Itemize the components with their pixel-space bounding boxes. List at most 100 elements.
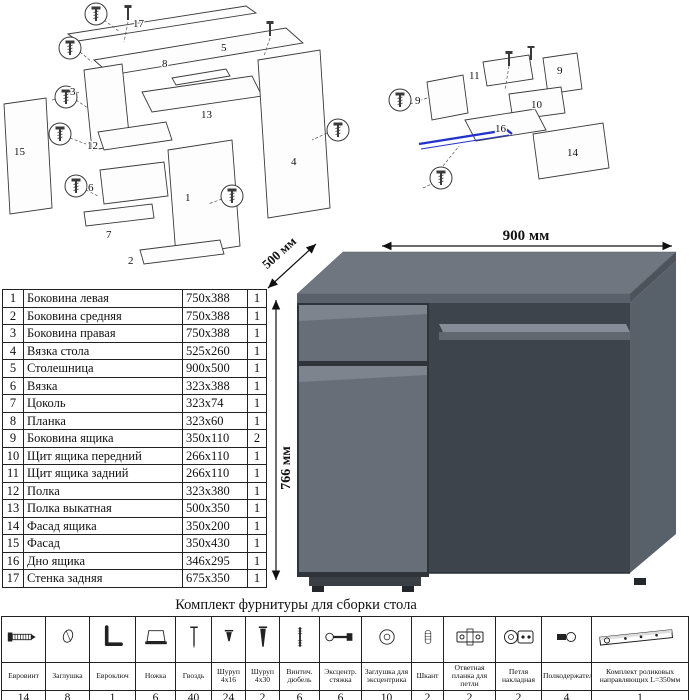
hardware-item-qty: 2 [443, 689, 496, 700]
parts-cell-num: 9 [2, 429, 24, 448]
panel-facade-15 [3, 97, 53, 215]
hardware-item-icon-cell [279, 616, 320, 663]
parts-cell-name: Вязка стола [23, 341, 183, 360]
hardware-icon-row [1, 616, 689, 663]
parts-cell-num: 3 [2, 324, 24, 343]
overlay-hinge-icon [503, 630, 533, 644]
screw-4x30-icon [258, 626, 267, 647]
parts-cell-qty: 1 [247, 499, 267, 518]
parts-cell-name: Фасад ящика [23, 516, 183, 535]
drawer-front [299, 305, 427, 361]
panel-side-1 [167, 139, 241, 257]
hardware-item-icon-cell [411, 616, 444, 663]
parts-cell-qty: 1 [247, 411, 267, 430]
height-dimension-label: 766 мм [279, 446, 294, 490]
hardware-item-qty: 2 [495, 689, 542, 700]
parts-cell-qty: 1 [247, 516, 267, 535]
part-label: 12 [87, 140, 98, 152]
parts-cell-qty: 1 [247, 534, 267, 553]
desk-render: 900 мм 500 мм 766 мм [258, 228, 677, 592]
hardware-item-label: Евроключ [89, 662, 136, 691]
part-label: 14 [567, 147, 579, 159]
panel-strip-8 [171, 68, 231, 86]
hardware-item-icon-cell [45, 616, 90, 663]
cap-plug-icon [62, 629, 73, 643]
parts-cell-qty: 1 [247, 551, 267, 570]
keyboard-tray [439, 324, 630, 340]
parts-cell-size: 323x74 [182, 394, 248, 413]
exploded-diagram-right: 11 9 9 10 16 14 [388, 46, 610, 190]
parts-cell-name: Боковина левая [23, 289, 183, 308]
parts-cell-qty: 1 [247, 306, 267, 325]
hardware-item-icon-cell [89, 616, 136, 663]
parts-cell-name: Боковина правая [23, 324, 183, 343]
parts-cell-num: 16 [2, 551, 24, 570]
parts-cell-num: 4 [2, 341, 24, 360]
parts-cell-name: Столешница [23, 359, 183, 378]
hardware-item-qty: 2 [245, 689, 280, 700]
panel-side-2 [139, 239, 225, 265]
roller-guides-icon [599, 629, 674, 646]
hardware-item-qty: 2 [411, 689, 444, 700]
drawer-handle-groove [299, 305, 427, 321]
part-label: 9 [415, 95, 421, 107]
leg-icon [144, 630, 167, 645]
hardware-item-qty: 4 [541, 689, 592, 700]
depth-dimension-label: 500 мм [259, 233, 299, 271]
assembly-leader-lines [51, 19, 328, 205]
width-dimension-label: 900 мм [503, 228, 550, 244]
roller-guide-highlight [418, 128, 513, 150]
parts-cell-size: 350x200 [182, 516, 248, 535]
parts-cell-size: 323x380 [182, 481, 248, 500]
parts-cell-qty: 1 [247, 394, 267, 413]
part-label: 13 [201, 109, 213, 121]
parts-cell-name: Стенка задняя [23, 569, 183, 588]
parts-cell-name: Полка [23, 481, 183, 500]
parts-cell-name: Щит ящика задний [23, 464, 183, 483]
hardware-kit-title: Комплект фурнитуры для сборки стола [175, 597, 417, 613]
hardware-item-icon-cell [591, 616, 689, 663]
nail-icon [189, 626, 198, 649]
parts-cell-num: 17 [2, 569, 24, 588]
hardware-item-qty: 6 [279, 689, 320, 700]
parts-cell-num: 15 [2, 534, 24, 553]
hardware-item-qty: 10 [361, 689, 412, 700]
screw-callout-icon [58, 36, 82, 60]
part-label: 9 [557, 65, 563, 77]
plinth [309, 577, 421, 586]
hardware-item-qty: 24 [211, 689, 246, 700]
exploded-diagram-left: 17 5 3 13 15 12 6 7 8 2 4 1 [3, 2, 350, 269]
parts-cell-num: 10 [2, 446, 24, 465]
parts-cell-qty: 1 [247, 446, 267, 465]
desk-right-side [630, 261, 676, 573]
parts-cell-size: 323x388 [182, 376, 248, 395]
parts-cell-qty: 1 [247, 376, 267, 395]
hardware-item-label: Петля накладная [495, 662, 542, 691]
parts-cell-size: 266x110 [182, 464, 248, 483]
hardware-item-label: Полкодержатель [541, 662, 592, 691]
parts-cell-qty: 1 [247, 341, 267, 360]
parts-cell-size: 675x350 [182, 569, 248, 588]
hex-key-icon [104, 625, 123, 646]
parts-cell-name: Дно ящика [23, 551, 183, 570]
parts-cell-name: Фасад [23, 534, 183, 553]
eccentric-cam-icon [324, 632, 352, 642]
hardware-item-label: Винтич. дюбель [279, 662, 320, 691]
hardware-item-qty: 8 [45, 689, 90, 700]
hardware-item-label: Шуруп 4x16 [211, 662, 246, 691]
hardware-item-label: Гвоздь [175, 662, 212, 691]
parts-cell-name: Боковина средняя [23, 306, 183, 325]
left-diagram-labels: 17 5 3 13 15 12 6 7 8 2 4 1 [13, 17, 299, 269]
